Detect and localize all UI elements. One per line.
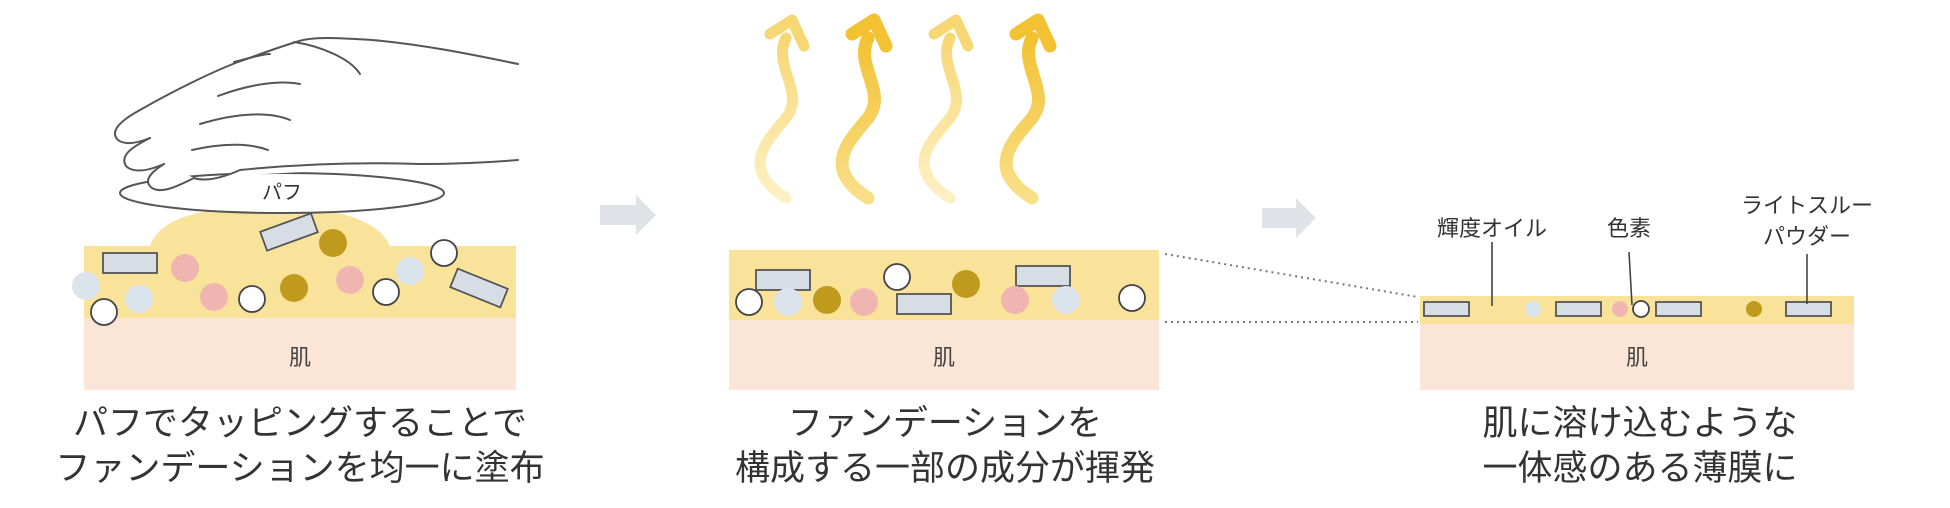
light-through-powder — [259, 212, 319, 252]
zoom-lines — [1164, 253, 1419, 323]
blue-particle — [1052, 286, 1080, 314]
white-particle — [1118, 284, 1146, 312]
arrow-right-icon — [600, 195, 656, 235]
white-particle — [372, 278, 400, 306]
vapor-arrow-icon — [918, 14, 974, 204]
white-particle — [735, 288, 763, 316]
foundation-layer — [84, 206, 516, 318]
pink-pigment — [171, 254, 199, 282]
pink-pigment — [200, 283, 228, 311]
pigment-label: 色素 — [1607, 217, 1651, 242]
caption-line: パフでタッピングすることで — [73, 404, 527, 444]
pink-pigment — [336, 266, 364, 294]
pink-pigment — [1612, 301, 1628, 317]
gold-pigment — [280, 274, 308, 302]
brightness-oil-label: 輝度オイル — [1437, 217, 1547, 242]
gold-pigment — [1746, 301, 1762, 317]
caption-step1: パフでタッピングすることで ファンデーションを均一に塗布 — [40, 402, 560, 492]
caption-line: ファンデーションを均一に塗布 — [55, 449, 545, 489]
pink-pigment — [850, 288, 878, 316]
caption-line: 構成する一部の成分が揮発 — [734, 449, 1155, 489]
white-particle — [90, 298, 118, 326]
gold-pigment — [319, 229, 347, 257]
gold-pigment — [952, 270, 980, 298]
light-through-powder — [755, 269, 811, 291]
skin-layer — [729, 320, 1159, 390]
puff-label: パフ — [262, 180, 302, 204]
hand-icon — [113, 37, 519, 192]
skin-layer — [1420, 324, 1854, 390]
light-through-powder — [896, 293, 952, 315]
caption-line: 肌に溶け込むような — [1482, 404, 1798, 444]
caption-line: ファンデーションを — [787, 404, 1103, 444]
vapor-arrow-icon — [835, 13, 893, 205]
light-through-label-line1: ライトスルー — [1741, 194, 1873, 219]
blue-particle — [72, 272, 100, 300]
white-particle — [238, 285, 266, 313]
skin-layer — [84, 318, 516, 390]
callout-lines — [1491, 242, 1808, 306]
light-through-powder — [102, 252, 158, 274]
particles — [735, 263, 1146, 316]
arrow-right-icon — [1262, 198, 1316, 238]
gold-pigment — [813, 286, 841, 314]
light-through-powder — [449, 267, 509, 309]
light-through-powder — [1785, 301, 1832, 317]
panel-volatilization: 肌 — [729, 13, 1159, 390]
caption-step3: 肌に溶け込むような 一体感のある薄膜に — [1390, 402, 1890, 492]
light-through-powder — [1015, 265, 1071, 287]
skin-label: 肌 — [933, 346, 955, 371]
white-particle — [883, 263, 911, 291]
skin-label: 肌 — [1626, 346, 1648, 371]
particles — [1423, 300, 1832, 318]
light-through-powder — [1555, 301, 1602, 317]
pink-pigment — [1001, 286, 1029, 314]
caption-line: 一体感のある薄膜に — [1482, 449, 1798, 489]
caption-step2: ファンデーションを 構成する一部の成分が揮発 — [690, 402, 1200, 492]
light-through-powder — [1655, 301, 1702, 317]
light-through-label-line2: パウダー — [1763, 225, 1851, 250]
light-through-powder — [1423, 301, 1470, 317]
white-particle — [430, 239, 458, 267]
vapor-arrow-icon — [999, 13, 1057, 205]
panel-tapping: 肌 パフ — [72, 37, 519, 390]
vapor-arrows — [754, 13, 1057, 205]
white-particle — [1632, 300, 1650, 318]
blue-particle — [1525, 301, 1541, 317]
panel-thin-film: 肌 輝度オイル 色素 ライトスルー パウダー — [1420, 194, 1873, 390]
blue-particle — [125, 285, 153, 313]
blue-particle — [396, 257, 424, 285]
particles — [72, 212, 509, 326]
blue-particle — [774, 288, 802, 316]
skin-label: 肌 — [289, 346, 311, 371]
vapor-arrow-icon — [754, 14, 810, 204]
